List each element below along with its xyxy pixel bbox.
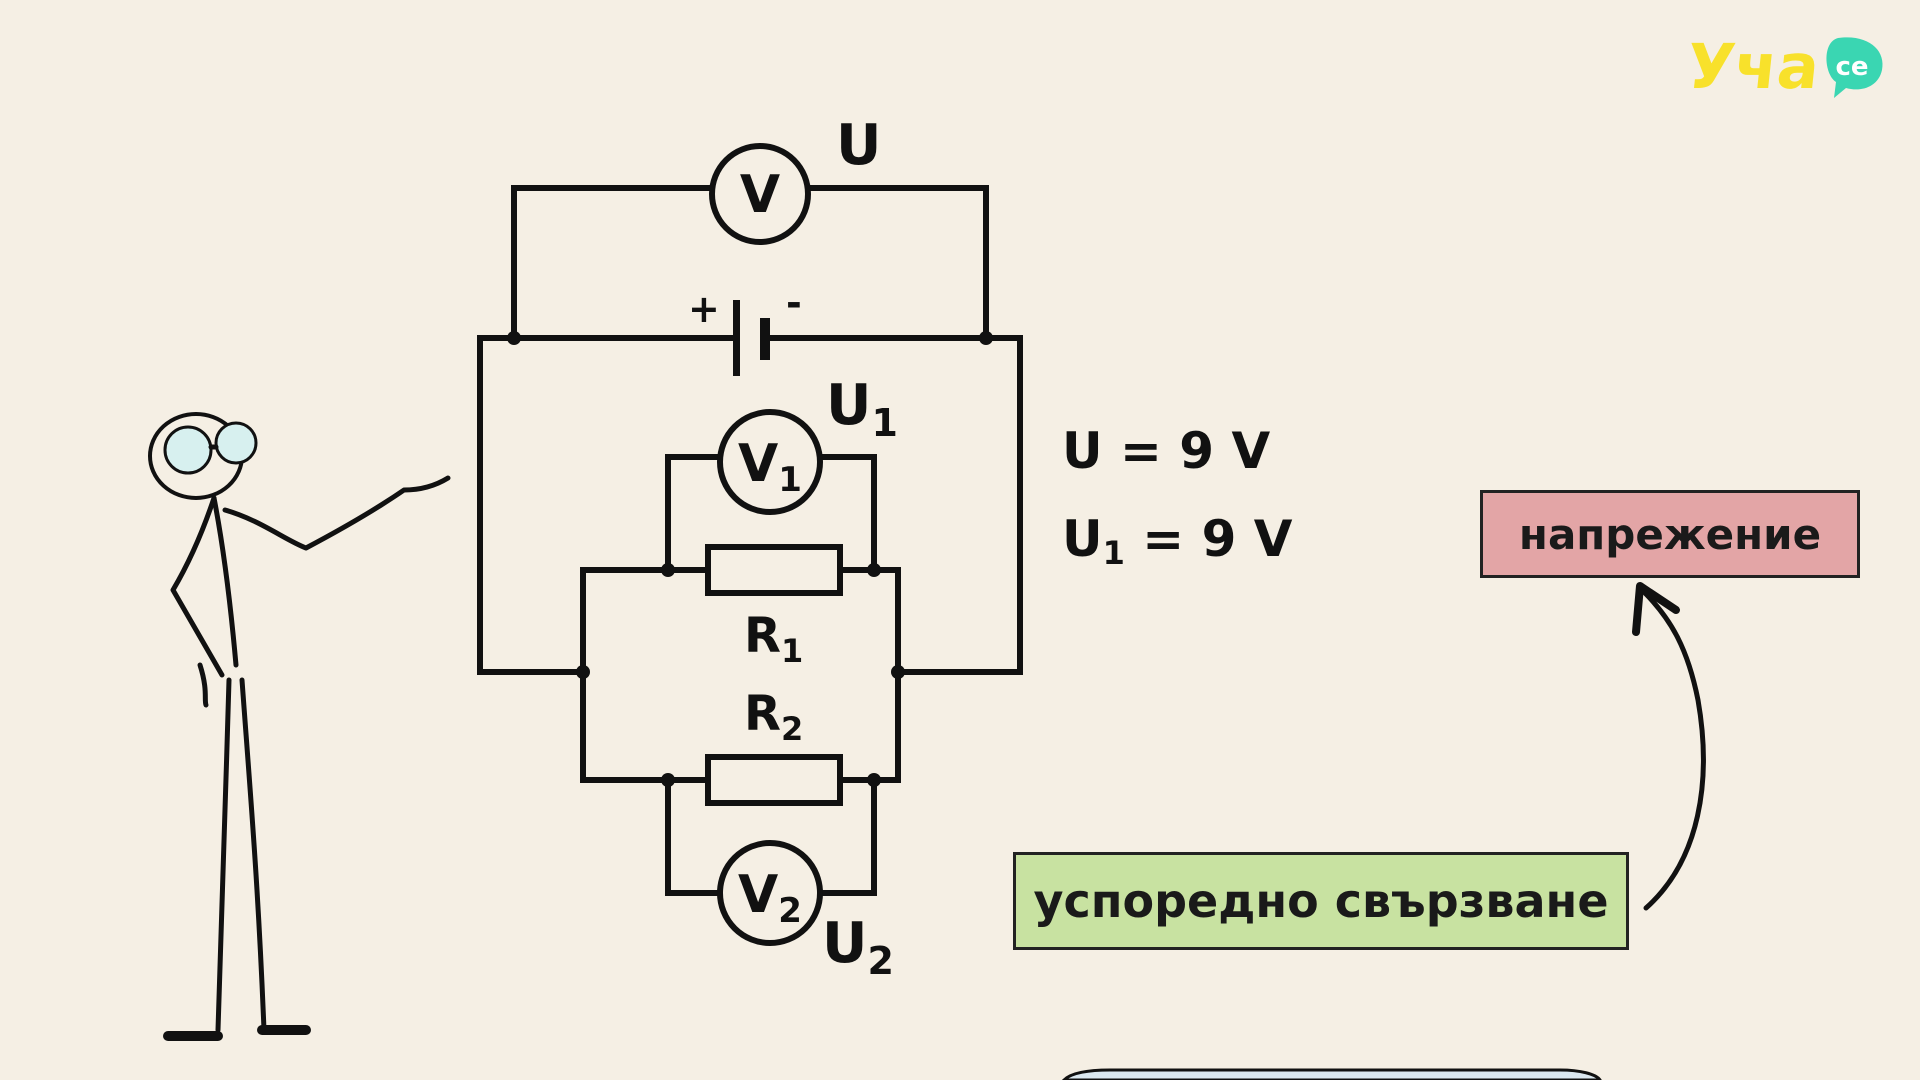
resistor-r2 <box>705 754 843 806</box>
tag-parallel-connection: успоредно свързване <box>1013 852 1629 950</box>
voltmeter-1 <box>717 409 823 515</box>
voltmeter-main <box>709 143 811 245</box>
battery <box>733 300 770 376</box>
voltmeter-1-label: V1 <box>738 434 802 500</box>
voltmeter-2 <box>717 840 823 946</box>
label-u: U <box>836 113 881 178</box>
bottom-bubble <box>1061 1068 1602 1080</box>
logo-badge-icon <box>1826 37 1883 98</box>
logo-badge-text: се <box>1835 52 1868 82</box>
junction-dots <box>507 331 993 787</box>
equation-u: U = 9 V <box>1062 422 1271 480</box>
tag-voltage: напрежение <box>1480 490 1860 578</box>
label-u2: U2 <box>822 911 894 983</box>
tag-parallel-text: успоредно свързване <box>1033 874 1609 928</box>
logo[interactable]: Уча се <box>1683 20 1898 110</box>
equation-u1: U1 = 9 V <box>1062 510 1293 572</box>
voltmeter-2-label: V2 <box>738 865 802 931</box>
label-r1: R1 <box>744 608 803 670</box>
label-u1: U1 <box>826 373 898 445</box>
tag-voltage-text: напрежение <box>1518 509 1822 559</box>
arrow-icon <box>1632 582 1706 911</box>
battery-minus-label: - <box>786 281 802 325</box>
glasses-icon <box>163 425 213 475</box>
circuit-wires <box>477 185 1023 896</box>
logo-text: Уча <box>1688 30 1823 103</box>
battery-plus-label: + <box>688 287 720 331</box>
label-r2: R2 <box>744 686 803 748</box>
teacher-figure <box>148 412 451 1041</box>
voltmeter-main-symbol: V <box>740 165 780 225</box>
resistor-r1 <box>705 544 843 596</box>
